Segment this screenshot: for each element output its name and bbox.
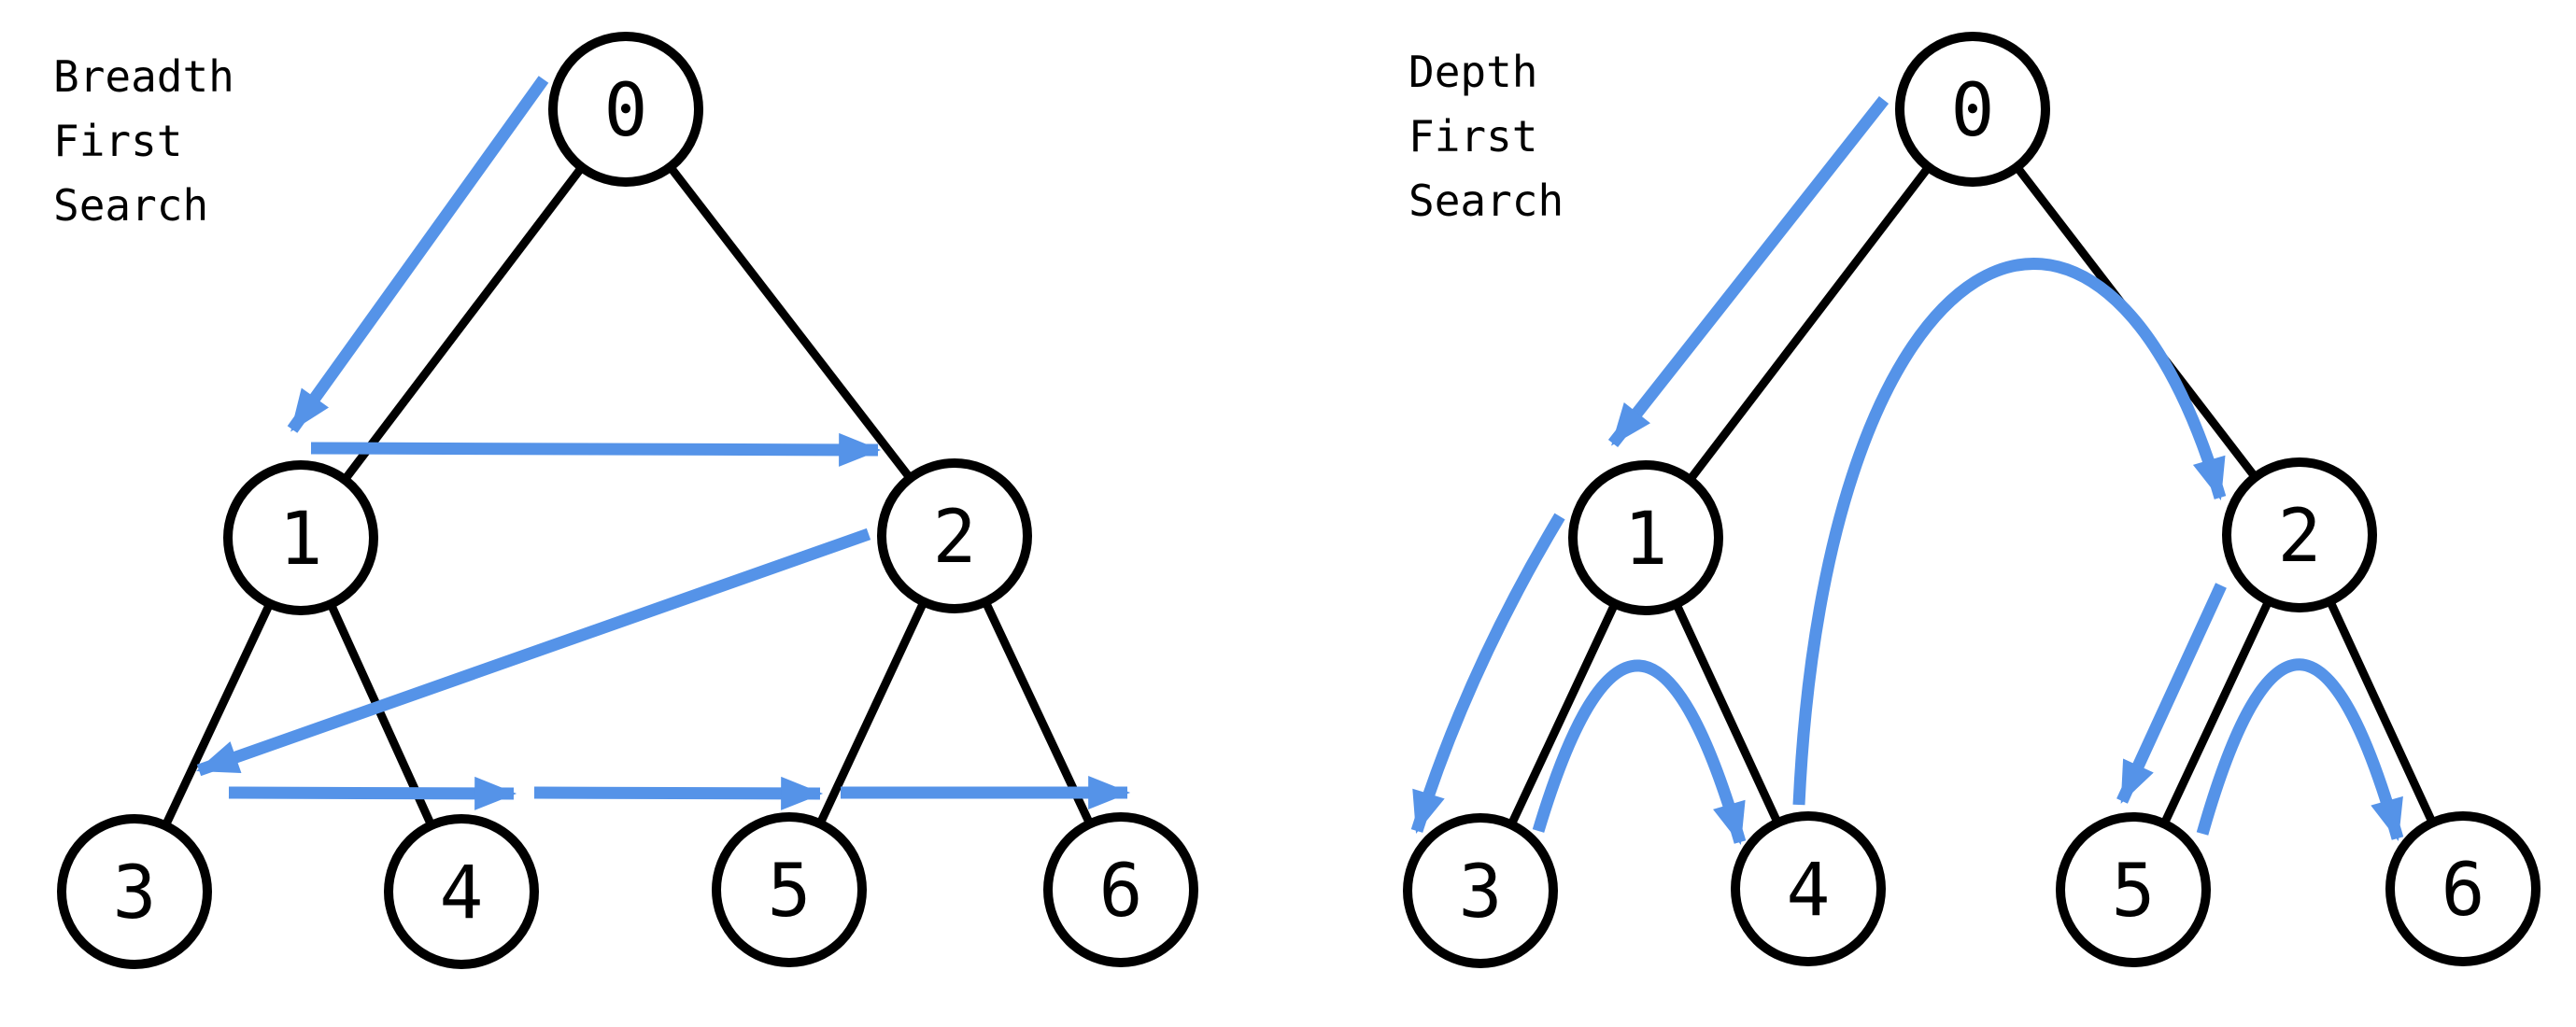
breadth-first-search-tree-node-0 bbox=[548, 32, 703, 187]
depth-first-search-traversal-arrow-2-5 bbox=[2116, 583, 2227, 804]
depth-first-search-node-label-0: 0 bbox=[1951, 69, 1995, 153]
breadth-first-search-node-label-5: 5 bbox=[768, 850, 812, 934]
breadth-first-search-title-line-1: Breadth bbox=[53, 51, 234, 102]
depth-first-search-tree-node-5 bbox=[2056, 812, 2211, 967]
breadth-first-search-tree-node-2 bbox=[877, 458, 1032, 613]
depth-first-search-traversal-arrow-5-6 bbox=[2196, 658, 2404, 842]
breadth-first-search-traversal-arrow-4-5 bbox=[533, 776, 824, 810]
depth-first-search-traversal-arrow-3-4 bbox=[1532, 659, 1747, 846]
depth-first-search-node-label-6: 6 bbox=[2442, 849, 2485, 933]
breadth-first-search-tree-node-5 bbox=[712, 812, 867, 967]
breadth-first-search-edge-0-2 bbox=[622, 106, 958, 539]
depth-first-search-traversal-arrow-0-1 bbox=[1607, 95, 1890, 448]
depth-first-search-tree-node-1 bbox=[1568, 460, 1723, 615]
breadth-first-search-node-label-2: 2 bbox=[933, 496, 977, 580]
breadth-first-search-node-label-0: 0 bbox=[604, 69, 648, 153]
depth-first-search-traversal-arrow-1-3 bbox=[1410, 513, 1565, 835]
breadth-first-search-traversal-arrow-0-1 bbox=[287, 76, 549, 433]
breadth-first-search-tree-node-1 bbox=[223, 460, 378, 615]
breadth-first-search-node-label-1: 1 bbox=[279, 498, 323, 582]
breadth-first-search-tree-node-4 bbox=[384, 814, 539, 969]
breadth-first-search-traversal-arrow-3-4 bbox=[228, 776, 517, 810]
depth-first-search-tree-node-3 bbox=[1403, 813, 1558, 968]
breadth-first-search-node-label-3: 3 bbox=[113, 851, 157, 936]
depth-first-search-tree-node-0 bbox=[1895, 32, 2050, 187]
depth-first-search-tree-node-2 bbox=[2222, 457, 2377, 612]
depth-first-search-title-line-1: Depth bbox=[1408, 47, 1537, 97]
depth-first-search-title-line-2: First bbox=[1408, 111, 1537, 162]
depth-first-search-node-label-3: 3 bbox=[1459, 851, 1503, 935]
depth-first-search-node-label-4: 4 bbox=[1787, 849, 1831, 933]
breadth-first-search-node-label-6: 6 bbox=[1099, 850, 1143, 934]
breadth-first-search-tree-node-3 bbox=[57, 814, 212, 969]
breadth-first-search-node-label-4: 4 bbox=[440, 851, 484, 936]
depth-first-search-node-label-2: 2 bbox=[2278, 495, 2322, 579]
breadth-first-search-tree-node-6 bbox=[1043, 812, 1198, 967]
breadth-first-search-traversal-arrow-1-2 bbox=[310, 432, 882, 467]
breadth-first-search-traversal-arrow-2-3 bbox=[196, 528, 871, 777]
breadth-first-search-title-line-3: Search bbox=[53, 180, 208, 231]
depth-first-search-edge-0-1 bbox=[1642, 106, 1976, 541]
depth-first-search-traversal-arrow-4-2 bbox=[1792, 257, 2227, 806]
depth-first-search-tree-node-6 bbox=[2385, 811, 2541, 966]
depth-first-search-node-label-1: 1 bbox=[1624, 498, 1668, 582]
breadth-first-search-title-line-2: First bbox=[53, 116, 182, 166]
depth-first-search-node-label-5: 5 bbox=[2112, 850, 2156, 934]
depth-first-search-tree-node-4 bbox=[1731, 811, 1886, 966]
breadth-first-search-edge-0-1 bbox=[297, 106, 630, 541]
depth-first-search-title-line-3: Search bbox=[1408, 176, 1564, 226]
